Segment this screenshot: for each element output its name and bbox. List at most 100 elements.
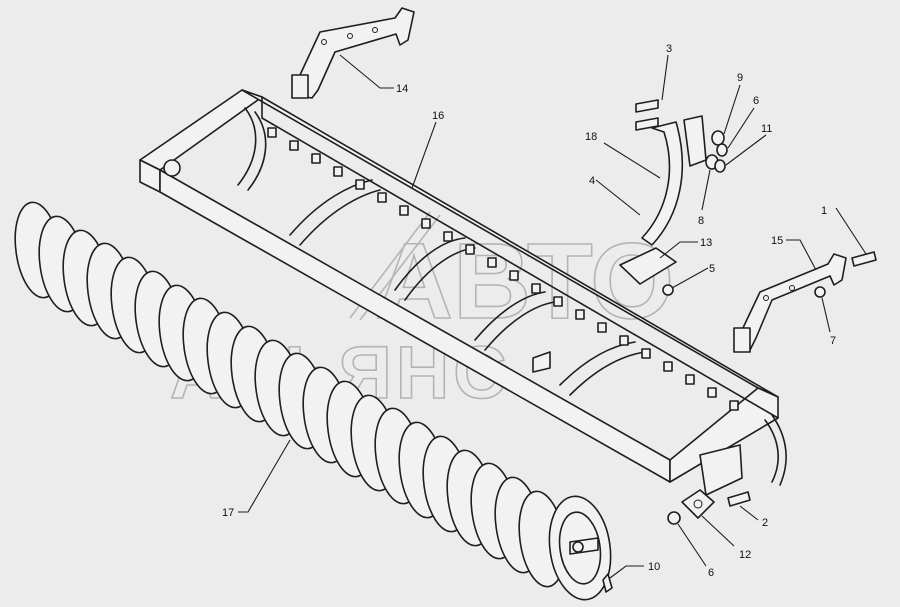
frame-right-tine-b [771, 414, 787, 486]
callout-11: 11 [761, 123, 772, 135]
bearing-flange-12 [681, 489, 715, 519]
leader-17 [238, 439, 291, 513]
tine-spring-18 [641, 121, 684, 246]
nut-6-lower [667, 511, 681, 525]
frame-cross-arc-4 [559, 341, 636, 386]
leader-11 [725, 134, 767, 166]
bracket-15-foot [733, 327, 751, 353]
frame-right-tine [764, 419, 779, 483]
mounting-lug [663, 361, 673, 372]
frame-16 [139, 89, 787, 496]
mounting-lug [553, 296, 563, 307]
bolt-2 [727, 491, 751, 507]
mounting-lug [311, 153, 321, 164]
callout-12: 12 [739, 549, 751, 561]
leader-8 [701, 169, 711, 211]
mounting-lug [487, 257, 497, 268]
leader-3 [661, 54, 669, 101]
mounting-lug [597, 322, 607, 333]
leader-7 [821, 297, 831, 333]
nut-5 [662, 284, 674, 296]
bracket-14-hole [347, 33, 353, 39]
leader-6-upper [727, 107, 755, 149]
bracket-15-hole [789, 285, 795, 291]
mounting-lug [421, 218, 431, 229]
bolt-3-upper [635, 99, 659, 113]
mounting-lug [509, 270, 519, 281]
washer-9 [711, 130, 725, 146]
mounting-lug [399, 205, 409, 216]
leader-15 [786, 239, 817, 271]
leader-13 [659, 241, 698, 259]
nut-11 [714, 159, 726, 173]
mounting-lug [685, 374, 695, 385]
leader-14 [339, 54, 394, 89]
roller-end-disc-inner [558, 511, 602, 585]
frame-right-bearing-plate [699, 444, 743, 496]
bracket-14-hole [321, 39, 327, 45]
frame-center-bracket [532, 351, 551, 373]
leader-lines [238, 54, 867, 579]
bracket-14-body [299, 7, 415, 99]
callout-1: 1 [821, 205, 827, 217]
frame-left-tine [237, 107, 257, 186]
callout-10: 10 [648, 561, 660, 573]
callout-8: 8 [698, 215, 704, 227]
mounting-lug [729, 400, 739, 411]
frame-right-end-beam [669, 387, 779, 483]
roller-axle-end [572, 541, 584, 553]
mounting-lug [575, 309, 585, 320]
nut-6-upper [716, 143, 728, 157]
leader-4 [595, 179, 641, 216]
side-hardware [602, 251, 877, 593]
frame-left-end-beam [139, 89, 263, 171]
callout-2: 2 [762, 517, 768, 529]
callout-9: 9 [737, 72, 743, 84]
bracket-14 [291, 7, 415, 99]
bearing-flange-12-bore [693, 499, 703, 509]
leader-9 [723, 84, 741, 135]
frame-cross-arc-2 [394, 237, 466, 291]
frame-rail-underside [261, 96, 779, 419]
callout-6-upper: 6 [753, 95, 759, 107]
mounting-lug [619, 335, 629, 346]
callout-16: 16 [432, 110, 444, 122]
frame-mounting-lugs [267, 127, 739, 411]
mounting-lug [707, 387, 717, 398]
mounting-lug [465, 244, 475, 255]
leader-10 [609, 565, 644, 579]
mounting-lug [377, 192, 387, 203]
callout-labels: 14 16 18 4 3 9 6 11 8 13 5 1 15 7 2 12 6… [222, 43, 836, 579]
mounting-lug [355, 179, 365, 190]
mounting-lug [443, 231, 453, 242]
callout-14: 14 [396, 83, 408, 95]
callout-5: 5 [709, 263, 715, 275]
frame-cross-arc-3b [484, 301, 556, 351]
tine-clamp-plate [683, 115, 707, 167]
bolt-1 [851, 251, 877, 267]
callout-3: 3 [666, 43, 672, 55]
mounting-lug [333, 166, 343, 177]
leader-12 [701, 515, 735, 547]
callout-15: 15 [771, 235, 783, 247]
leader-16 [411, 121, 437, 189]
bracket-14-hole [372, 27, 378, 33]
mounting-lug [289, 140, 299, 151]
mounting-lug [531, 283, 541, 294]
leader-18 [603, 142, 661, 179]
frame-left-tine-b [247, 111, 267, 191]
pin-10 [602, 573, 613, 593]
leader-2 [739, 505, 759, 521]
callout-13: 13 [700, 237, 712, 249]
frame-cross-arc-1b [299, 189, 381, 246]
callout-6-lower: 6 [708, 567, 714, 579]
callout-17: 17 [222, 507, 234, 519]
nut-7 [814, 286, 826, 298]
callout-18: 18 [585, 131, 597, 143]
leader-1 [835, 207, 867, 255]
frame-cross-arc-4b [569, 351, 646, 396]
mounting-lug [641, 348, 651, 359]
leader-5 [671, 267, 709, 289]
